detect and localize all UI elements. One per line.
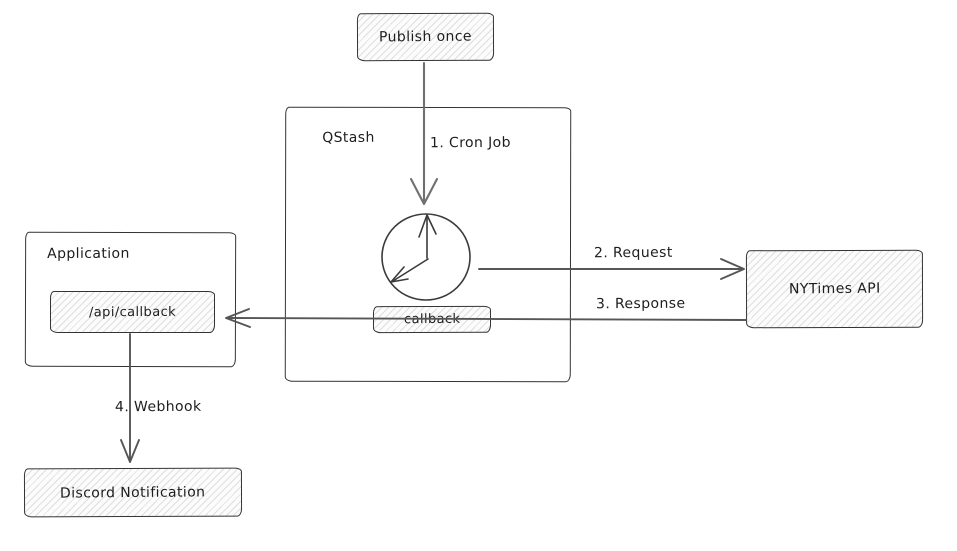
cron-job-edge-label: 1. Cron Job (429, 134, 511, 152)
application-label: Application (47, 245, 130, 262)
callback-label: callback (403, 311, 461, 328)
request-edge-label: 2. Request (593, 244, 673, 262)
nytimes-api-node: NYTimes API (745, 249, 924, 329)
callback-node: callback (372, 305, 492, 334)
nytimes-api-label: NYTimes API (788, 280, 881, 298)
webhook-edge-label: 4. Webhook (114, 398, 202, 416)
discord-notification-node: Discord Notification (23, 467, 243, 518)
qstash-label: QStash (322, 129, 375, 146)
response-edge-label: 3. Response (595, 295, 686, 313)
api-callback-node: /api/callback (50, 291, 215, 333)
api-callback-label: /api/callback (88, 304, 177, 320)
qstash-container-node: QStash (284, 106, 572, 383)
publish-once-label: Publish once (378, 28, 473, 46)
publish-once-node: Publish once (356, 12, 495, 62)
discord-notification-label: Discord Notification (60, 483, 206, 502)
